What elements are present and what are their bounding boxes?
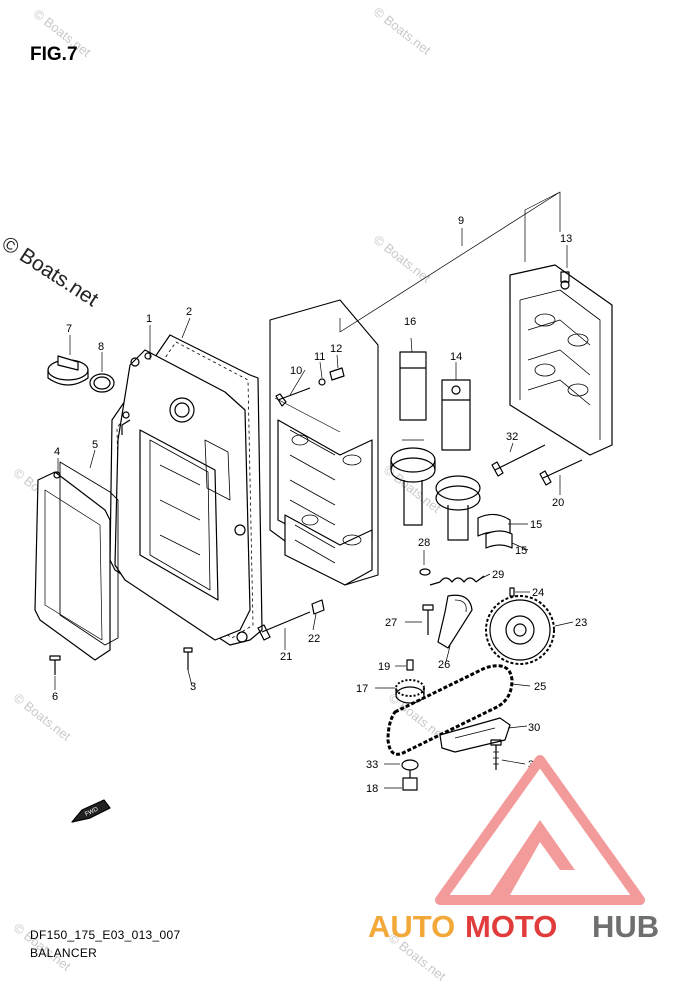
balancer-shaft-part-14 [435,379,481,541]
callout-label: 18 [366,783,378,795]
washer-part-33 [401,759,419,771]
cover-part-1 [114,349,251,641]
balancer-housing-part-9 [274,397,373,586]
balancer-housing-frame [269,299,379,586]
callout-label: 32 [506,431,518,443]
bolt-part-31 [490,739,502,770]
callout-label: 25 [534,681,546,693]
callout-label: 22 [308,633,320,645]
bolt-part-6 [49,655,61,675]
balancer-shaft-part-16 [390,351,436,526]
spring-part-29 [429,575,485,586]
callout-label: 4 [54,446,60,458]
callout-label: 21 [280,651,292,663]
callout-label: 3 [190,681,196,693]
pin-part-19 [406,659,414,671]
callout-label: 12 [330,343,342,355]
pin-part-24 [509,587,515,597]
plate-part-4 [34,471,111,661]
callout-label: 29 [492,569,504,581]
bolt-part-3 [183,647,193,670]
callout-label: 9 [458,215,464,227]
bolt [236,631,248,643]
callout-label: 10 [290,365,302,377]
callout-label: 2 [186,306,192,318]
figure-title: FIG.7 [30,44,78,65]
callout-label: 20 [552,497,564,509]
dowel-part-12 [329,367,345,381]
gasket-part-2 [109,334,263,646]
callout-labels: 1 2 3 4 5 6 7 8 9 10 11 12 13 14 15 15 1… [52,215,587,795]
callout-label: 24 [532,587,544,599]
callout-label: 15 [515,545,527,557]
bolt-part-27 [422,604,434,635]
bolt-part-20 [539,459,583,486]
bolt-part-18 [402,770,418,791]
automotohub-logo-icon [435,755,645,905]
callout-label: 15 [530,519,542,531]
plug-part-13 [560,271,570,283]
callout-label: 14 [450,351,462,363]
footer-name: BALANCER [30,946,98,960]
callout-label: 11 [314,351,325,363]
callout-label: 23 [575,617,587,629]
callout-label: 28 [418,537,430,549]
callout-label: 27 [385,617,397,629]
gear-part-23 [485,595,555,665]
washer-part-11 [318,378,326,386]
bolt-part-10 [275,387,311,407]
fwd-label: FWD [84,806,100,817]
callout-label: 7 [66,323,72,335]
callout-label: 26 [438,659,450,671]
sprocket-part-17 [395,679,425,704]
bushing-part-15 [477,513,513,549]
oil-cap-part-7 [47,355,89,386]
callout-label: 30 [528,722,540,734]
bolt [234,524,246,536]
bolt-part-32 [491,444,546,477]
washer-part-28 [419,568,431,576]
chain-guide-part-30 [439,717,511,753]
callout-label: 16 [404,316,416,328]
callout-label: 19 [378,661,390,673]
callout-label: 13 [560,233,572,245]
bolt-part-21 [257,611,311,641]
tensioner-part-26 [437,594,473,649]
logo-text-auto: AUTO [368,909,455,944]
bearing-housing-part-9 [509,264,613,456]
logo-text-hub: HUB [592,909,659,944]
callout-label: 17 [356,683,368,695]
dowel-part-22 [311,599,325,615]
callout-label: 1 [146,313,152,325]
logo-text-moto: MOTO [465,909,557,944]
callout-label: 5 [92,439,98,451]
fwd-arrow-icon [71,799,111,823]
gasket-part-5 [59,461,119,646]
callout-label: 8 [98,341,104,353]
chain-part-25 [386,664,514,756]
footer-code: DF150_175_E03_013_007 [30,928,181,942]
leader-lines [54,191,574,789]
callout-label: 6 [52,691,58,703]
callout-label: 33 [366,759,378,771]
o-ring-part-8 [89,373,115,393]
